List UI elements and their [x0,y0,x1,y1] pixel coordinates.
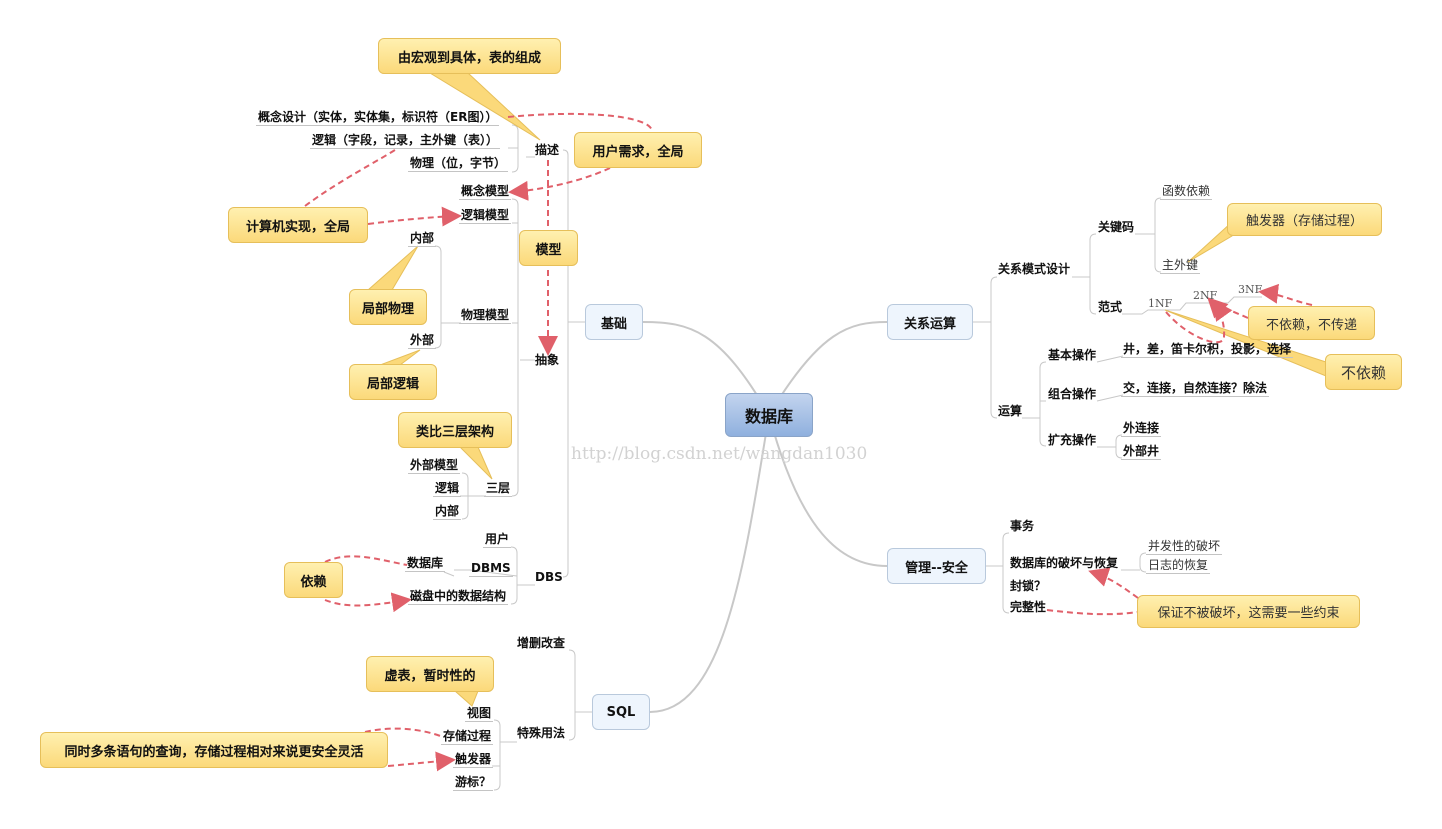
node-crud[interactable]: 增删改查 [517,636,566,650]
callout-three-tier[interactable]: 类比三层架构 [398,412,512,448]
callout-depend[interactable]: 依赖 [284,562,343,598]
node-outer-join[interactable]: 外连接 [1121,421,1162,437]
topic-management[interactable]: 管理--安全 [887,548,986,584]
node-operations[interactable]: 运算 [998,404,1023,418]
callout-local-physical[interactable]: 局部物理 [349,289,427,325]
callout-no-dep-no-trans[interactable]: 不依赖，不传递 [1248,306,1375,340]
node-outer[interactable]: 外部 [408,333,437,349]
callout-no-dep[interactable]: 不依赖 [1325,354,1402,390]
topic-basics[interactable]: 基础 [585,304,643,340]
node-combo-ops[interactable]: 组合操作 [1048,387,1097,401]
watermark: http://blog.csdn.net/wangdan1030 [571,444,868,464]
node-integrity[interactable]: 完整性 [1010,600,1047,614]
node-describe[interactable]: 描述 [535,143,560,157]
node-special-usage[interactable]: 特殊用法 [517,726,566,740]
node-database[interactable]: 数据库 [405,556,446,572]
node-ext-ops[interactable]: 扩充操作 [1048,433,1097,447]
node-basic-ops-list[interactable]: 井，差，笛卡尔积，投影，选择 [1121,342,1294,358]
node-1nf[interactable]: 1NF [1148,297,1173,310]
node-three-layer[interactable]: 三层 [484,481,513,497]
callout-user-need[interactable]: 用户需求，全局 [574,132,702,168]
node-stored-procedure[interactable]: 存储过程 [441,729,494,745]
node-lock[interactable]: 封锁？ [1010,579,1047,593]
node-trigger[interactable]: 触发器 [453,752,494,768]
node-log-recovery[interactable]: 日志的恢复 [1146,558,1211,574]
node-functional-dependency[interactable]: 函数依赖 [1160,184,1213,200]
node-physical-model[interactable]: 物理模型 [459,308,512,324]
callout-constraint[interactable]: 保证不被破坏，这需要一些约束 [1137,595,1360,628]
node-concept-design[interactable]: 概念设计（实体，实体集，标识符（ER图）） [256,110,500,126]
node-schema-design[interactable]: 关系模式设计 [998,262,1071,276]
callout-model[interactable]: 模型 [519,230,578,266]
node-outer-union[interactable]: 外部井 [1121,444,1162,460]
callout-local-logic[interactable]: 局部逻辑 [349,364,437,400]
node-user[interactable]: 用户 [483,532,512,548]
node-view[interactable]: 视图 [465,706,494,722]
node-transaction[interactable]: 事务 [1010,519,1035,533]
node-outer-model[interactable]: 外部模型 [408,458,461,474]
node-concurrency-damage[interactable]: 并发性的破坏 [1146,539,1223,555]
node-pk-fk[interactable]: 主外键 [1160,258,1201,274]
callout-trigger-procedure[interactable]: 触发器（存储过程） [1227,203,1382,236]
node-inner2[interactable]: 内部 [433,504,462,520]
node-normal-form[interactable]: 范式 [1098,300,1123,314]
node-3nf[interactable]: 3NF [1238,283,1263,296]
topic-sql[interactable]: SQL [592,694,650,730]
callout-multi-query[interactable]: 同时多条语句的查询，存储过程相对来说更安全灵活 [40,732,388,768]
node-key[interactable]: 关键码 [1098,220,1135,234]
node-logic-model[interactable]: 逻辑模型 [459,208,512,224]
node-basic-ops[interactable]: 基本操作 [1048,348,1097,362]
central-topic[interactable]: 数据库 [725,393,813,437]
node-dbms[interactable]: DBMS [469,561,513,577]
node-logic[interactable]: 逻辑（字段，记录，主外键（表）） [310,133,501,149]
node-abstract[interactable]: 抽象 [535,353,560,367]
node-combo-ops-list[interactable]: 交，连接，自然连接？除法 [1121,381,1270,397]
node-disk-structure[interactable]: 磁盘中的数据结构 [408,589,509,605]
node-inner[interactable]: 内部 [408,231,437,247]
callout-computer-impl[interactable]: 计算机实现，全局 [228,207,368,243]
node-physical[interactable]: 物理（位，字节） [408,156,509,172]
callout-macro[interactable]: 由宏观到具体，表的组成 [378,38,561,74]
node-damage-recovery[interactable]: 数据库的破坏与恢复 [1010,556,1119,570]
node-dbs[interactable]: DBS [535,570,563,584]
node-cursor[interactable]: 游标？ [453,775,494,791]
node-2nf[interactable]: 2NF [1193,289,1218,302]
node-logic2[interactable]: 逻辑 [433,481,462,497]
node-concept-model[interactable]: 概念模型 [459,184,512,200]
callout-virtual-table[interactable]: 虚表，暂时性的 [366,656,494,692]
topic-relational[interactable]: 关系运算 [887,304,973,340]
